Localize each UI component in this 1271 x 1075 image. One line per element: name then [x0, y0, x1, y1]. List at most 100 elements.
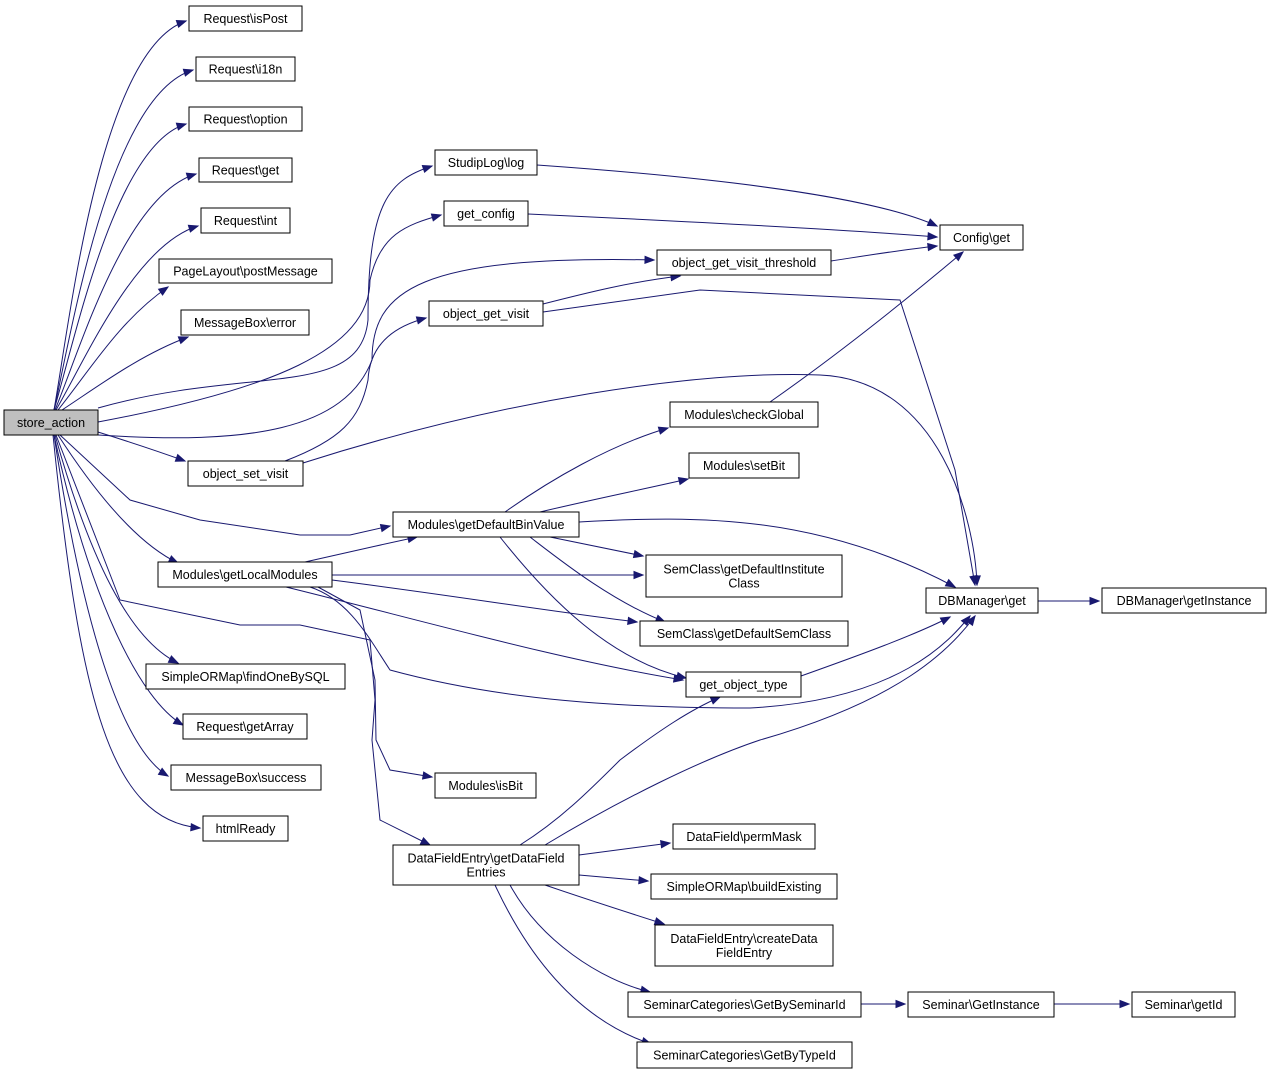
- call-edge-obj-get-visit-threshold-to-config-get: [830, 242, 939, 262]
- call-edge-mod-getlocal-to-mod-isbit: [317, 586, 434, 780]
- node-label: SeminarCategories\GetBySeminarId: [643, 998, 845, 1012]
- edge-arrowhead: [927, 242, 939, 252]
- node-label: Entries: [467, 866, 506, 880]
- function-node-pl-postmessage[interactable]: PageLayout\postMessage: [158, 258, 333, 284]
- edge-line: [527, 213, 938, 238]
- node-label: MessageBox\success: [186, 771, 307, 785]
- function-node-som-findone[interactable]: SimpleORMap\findOneBySQL: [145, 663, 346, 690]
- function-node-htmlready[interactable]: htmlReady: [202, 815, 289, 842]
- function-node-mb-error[interactable]: MessageBox\error: [180, 309, 310, 336]
- edge-arrowhead: [638, 875, 650, 885]
- edge-line: [800, 616, 951, 677]
- edge-arrowhead: [182, 68, 195, 77]
- function-node-dbm-getinstance[interactable]: DBManager\getInstance: [1101, 587, 1267, 614]
- node-box: [392, 511, 580, 538]
- edge-line: [304, 536, 418, 563]
- call-edge-store-action-to-r-getarray: [53, 434, 185, 726]
- node-box: [639, 620, 849, 647]
- edge-line: [542, 275, 681, 305]
- call-edge-store-action-to-r-get: [54, 172, 198, 411]
- node-box: [925, 587, 1039, 614]
- node-box: [182, 713, 308, 740]
- function-node-studiplog[interactable]: StudipLog\log: [434, 149, 538, 176]
- edge-line: [331, 579, 638, 623]
- edge-line: [285, 586, 684, 681]
- node-label: StudipLog\log: [448, 156, 525, 170]
- function-node-mod-getlocal[interactable]: Modules\getLocalModules: [157, 561, 333, 588]
- call-edge-sem-getinstance-to-sem-getid: [1054, 999, 1131, 1009]
- function-node-dbm-get[interactable]: DBManager\get: [925, 587, 1039, 614]
- call-edge-dfe-getentries-to-dbm-get: [544, 614, 976, 846]
- function-node-object-set-visit[interactable]: object_set_visit: [187, 460, 304, 487]
- function-node-mb-success[interactable]: MessageBox\success: [170, 764, 322, 791]
- function-node-df-permmask[interactable]: DataField\permMask: [672, 823, 816, 850]
- edge-line: [53, 434, 169, 777]
- edge-line: [97, 259, 655, 439]
- function-node-r-option[interactable]: Request\option: [188, 106, 303, 132]
- node-label: get_object_type: [699, 678, 787, 692]
- function-node-som-buildexisting[interactable]: SimpleORMap\buildExisting: [650, 873, 838, 900]
- edge-line: [59, 434, 391, 536]
- call-edge-store-action-to-mb-error: [61, 336, 190, 411]
- call-edge-store-action-to-mod-getdefault: [59, 434, 392, 536]
- function-node-mod-isbit[interactable]: Modules\isBit: [434, 772, 537, 799]
- edge-line: [504, 427, 669, 513]
- edge-arrowhead: [415, 316, 428, 325]
- function-node-r-get[interactable]: Request\get: [198, 157, 293, 183]
- edge-line: [309, 586, 971, 709]
- function-node-scat-bytype[interactable]: SeminarCategories\GetByTypeId: [636, 1041, 853, 1069]
- call-edge-store-action-to-som-findone: [54, 434, 180, 664]
- node-label: Request\isPost: [203, 12, 288, 26]
- edge-line: [578, 518, 956, 588]
- function-node-sem-getinstance[interactable]: Seminar\GetInstance: [907, 991, 1055, 1018]
- function-node-mod-getdefault[interactable]: Modules\getDefaultBinValue: [392, 511, 580, 538]
- node-box: [187, 460, 304, 487]
- edge-line: [536, 164, 938, 227]
- node-box: [672, 823, 816, 850]
- call-edge-object-set-visit-to-obj-get-visit: [284, 316, 428, 462]
- call-edge-store-action-to-obj-get-visit-threshold: [97, 255, 656, 439]
- function-node-get-object-type[interactable]: get_object_type: [685, 671, 802, 698]
- call-edge-store-action-to-pl-postmessage: [57, 286, 170, 411]
- node-box: [939, 224, 1024, 251]
- call-edges: [52, 20, 1131, 1045]
- function-node-sem-getid[interactable]: Seminar\getId: [1131, 991, 1236, 1018]
- edge-arrowhead: [185, 172, 198, 181]
- node-label: MessageBox\error: [194, 316, 296, 330]
- edge-arrowhead: [632, 549, 645, 559]
- edge-line: [544, 884, 665, 925]
- node-box: [200, 207, 291, 234]
- edge-arrowhead: [926, 218, 939, 227]
- node-label: Seminar\GetInstance: [922, 998, 1039, 1012]
- node-label: DataFieldEntry\getDataField: [407, 852, 564, 866]
- edge-line: [544, 615, 976, 846]
- node-label: Request\get: [212, 164, 280, 178]
- edge-arrowhead: [421, 771, 434, 780]
- node-label: object_set_visit: [203, 467, 289, 481]
- function-node-scat-byseminar[interactable]: SeminarCategories\GetBySeminarId: [627, 991, 862, 1018]
- edge-arrowhead: [1119, 999, 1131, 1009]
- edge-line: [54, 173, 197, 411]
- function-node-mod-checkglobal[interactable]: Modules\checkGlobal: [669, 401, 819, 428]
- node-box: [1131, 991, 1236, 1018]
- function-node-r-ispost[interactable]: Request\isPost: [188, 5, 303, 32]
- edge-line: [769, 251, 964, 403]
- edge-arrowhead: [644, 255, 656, 265]
- function-node-r-getarray[interactable]: Request\getArray: [182, 713, 308, 740]
- edge-arrowhead: [174, 453, 187, 462]
- call-edge-obj-get-visit-to-obj-get-visit-threshold: [542, 272, 682, 305]
- function-node-r-i18n[interactable]: Request\i18n: [195, 56, 296, 82]
- function-node-mod-setbit[interactable]: Modules\setBit: [688, 452, 800, 479]
- call-edge-get-object-type-to-dbm-get: [800, 616, 952, 677]
- function-node-obj-get-visit[interactable]: object_get_visit: [428, 300, 544, 327]
- function-node-sc-defaultsem[interactable]: SemClass\getDefaultSemClass: [639, 620, 849, 647]
- function-node-obj-get-visit-threshold[interactable]: object_get_visit_threshold: [656, 249, 832, 276]
- function-node-r-int[interactable]: Request\int: [200, 207, 291, 234]
- function-node-get-config[interactable]: get_config: [443, 200, 529, 227]
- function-node-store-action[interactable]: store_action: [3, 409, 99, 436]
- function-node-config-get[interactable]: Config\get: [939, 224, 1024, 251]
- call-edge-dfe-getentries-to-scat-byseminar: [509, 884, 652, 994]
